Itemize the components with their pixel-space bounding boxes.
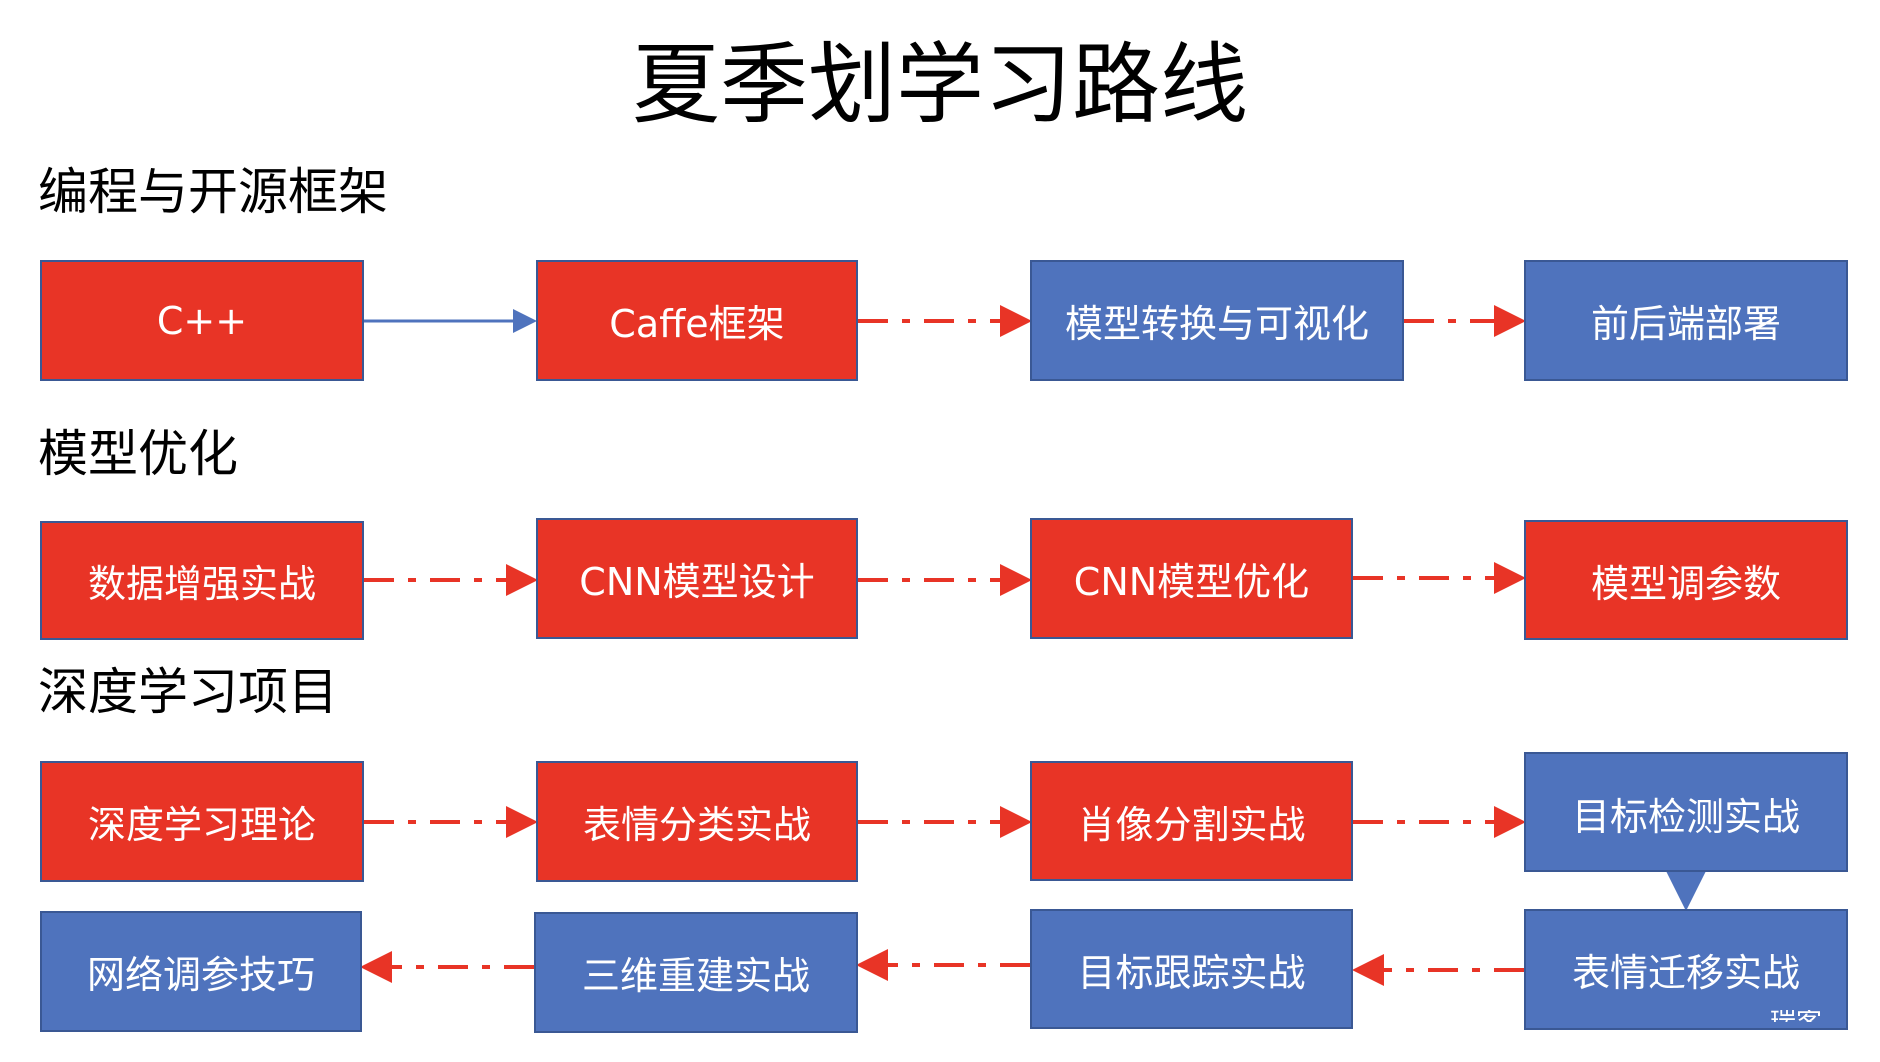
node-cnn-design: CNN模型设计: [536, 518, 858, 639]
node-caffe: Caffe框架: [536, 260, 858, 381]
section-heading-programming: 编程与开源框架: [38, 163, 388, 221]
node-expression-transfer: 表情迁移实战: [1524, 909, 1848, 1030]
node-model-tuning: 模型调参数: [1524, 520, 1848, 640]
node-cpp: C++: [40, 260, 364, 381]
watermark: 瑞客论: [1770, 1010, 1833, 1022]
node-3d-reconstruction: 三维重建实战: [534, 912, 858, 1033]
node-object-tracking: 目标跟踪实战: [1030, 909, 1353, 1029]
node-data-augmentation: 数据增强实战: [40, 521, 364, 640]
node-expression-classification: 表情分类实战: [536, 761, 858, 882]
section-heading-model-optimization: 模型优化: [38, 425, 238, 483]
page-title: 夏季划学习路线: [631, 33, 1248, 136]
node-portrait-segmentation: 肖像分割实战: [1030, 761, 1353, 881]
node-dl-theory: 深度学习理论: [40, 761, 364, 882]
node-network-tuning-tips: 网络调参技巧: [40, 911, 362, 1032]
section-heading-deep-learning-projects: 深度学习项目: [38, 663, 338, 721]
node-deployment: 前后端部署: [1524, 260, 1848, 381]
node-cnn-optimization: CNN模型优化: [1030, 518, 1353, 639]
node-object-detection: 目标检测实战: [1524, 752, 1848, 872]
node-model-conversion: 模型转换与可视化: [1030, 260, 1404, 381]
